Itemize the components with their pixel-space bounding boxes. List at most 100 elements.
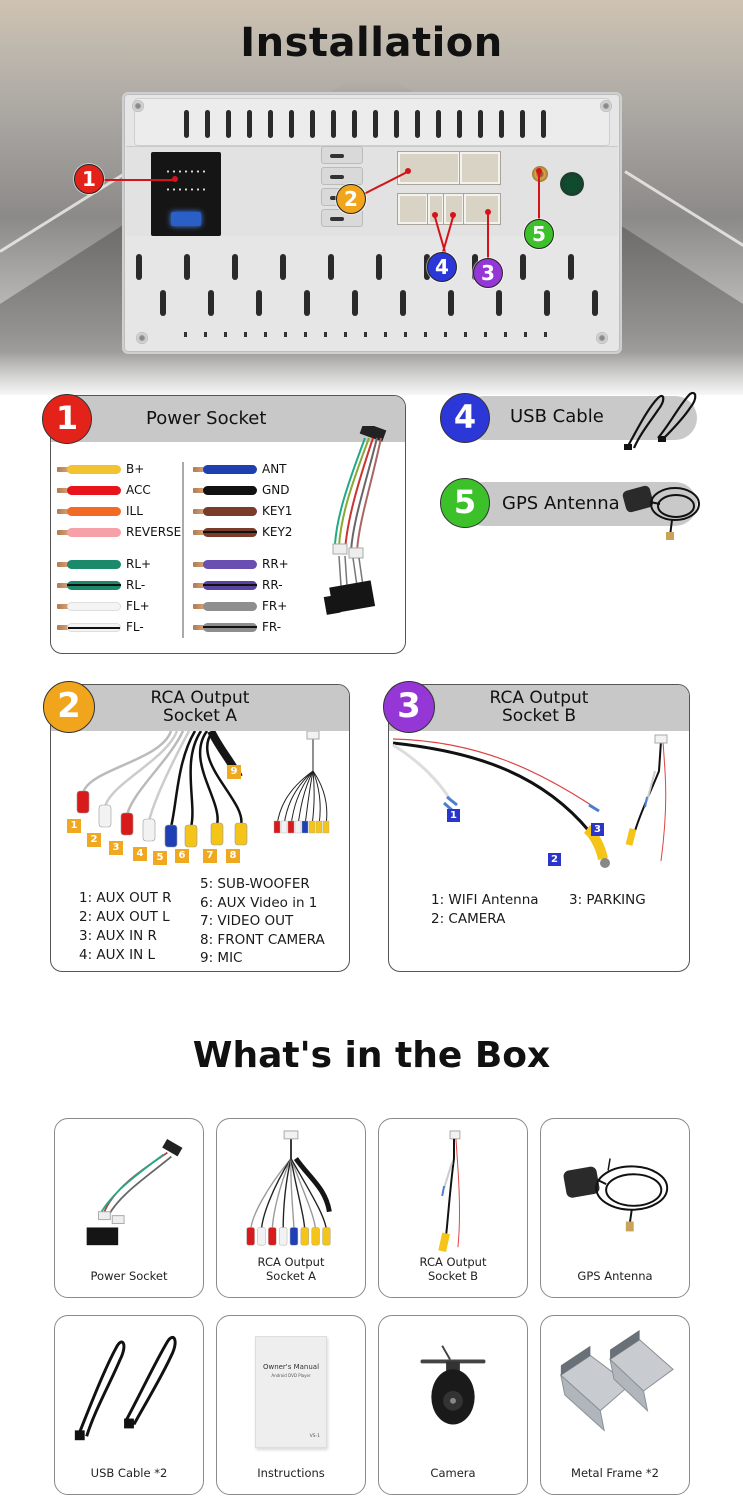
screw-icon (132, 100, 144, 112)
gps-antenna-title: GPS Antenna (502, 493, 620, 514)
vent-dot (484, 332, 487, 337)
mini-rca-plug (315, 820, 323, 834)
rca-a-cable (205, 731, 243, 826)
vent-slot (280, 254, 286, 280)
rca-a-tag-9: 9 (227, 765, 241, 779)
vent-dot (464, 332, 467, 337)
mini-cable (312, 739, 328, 826)
wire-row: FL- (57, 620, 144, 634)
legend-item: 3: PARKING (569, 892, 646, 908)
leader-tip (485, 209, 491, 215)
rca-b-tag-2: 2 (548, 853, 561, 866)
rca-b-connector (464, 194, 500, 224)
box-item-power-socket: Power Socket (54, 1118, 204, 1298)
screw-icon (596, 332, 608, 344)
wire-label: FL+ (126, 599, 150, 613)
box-rca-plug (300, 1227, 309, 1246)
callout-3: 3 (473, 258, 503, 288)
vent-slot (352, 290, 358, 316)
rca-b-badge: 3 (383, 681, 435, 733)
gps-antenna-badge: 5 (440, 478, 490, 528)
wire-row: RR+ (193, 557, 289, 571)
rca-a-tag-2: 2 (87, 833, 101, 847)
wire-tip-icon (57, 487, 69, 493)
wire-label: RR- (262, 578, 283, 592)
aux-connector (460, 152, 500, 184)
vent-dot (224, 332, 227, 337)
rca-a-tag-8: 8 (226, 849, 240, 863)
wire-row: ILL (57, 504, 143, 518)
mic-jack (560, 172, 584, 196)
rca-a-cable (125, 731, 185, 816)
wire-color-swatch (67, 527, 121, 537)
wire-label: FR+ (262, 599, 288, 613)
vent-dot (204, 332, 207, 337)
wire-row: FR+ (193, 599, 287, 613)
rca-a-cable (169, 731, 197, 828)
rca-plug-1 (76, 790, 90, 814)
vent-dot (544, 332, 547, 337)
vent-slot (226, 110, 231, 138)
wire-label: ACC (126, 483, 151, 497)
vent-dot (244, 332, 247, 337)
vent-dot (424, 332, 427, 337)
rca-a-cable (147, 731, 191, 822)
wire-tip-icon (193, 487, 205, 493)
wire-label: FL- (126, 620, 144, 634)
vent-dot (344, 332, 347, 337)
mini-cable (304, 739, 314, 826)
vent-dot (264, 332, 267, 337)
leader-tip (172, 176, 178, 182)
wire-row: REVERSE (57, 525, 181, 539)
rca-plug-2 (98, 804, 112, 828)
rca-a-cable (189, 731, 203, 828)
mini-rca-plug (294, 820, 302, 834)
wire-tip-icon (193, 529, 205, 535)
callout-2: 2 (336, 184, 366, 214)
leader-tip (536, 168, 542, 174)
leader-tip (450, 212, 456, 218)
usb-cable-pill (462, 396, 697, 440)
manual-subtitle: Android DVD Player (271, 1373, 311, 1378)
power-harness-icon (323, 426, 387, 615)
power-harness-icon (86, 1139, 183, 1246)
box-mic-plug (293, 1157, 332, 1213)
vent-slot (520, 110, 525, 138)
power-socket-title: Power Socket (146, 408, 267, 429)
vent-slot (268, 110, 273, 138)
vent-slot (376, 254, 382, 280)
mini-rca-plug (322, 820, 330, 834)
vent-slot (568, 254, 574, 280)
vent-dot (364, 332, 367, 337)
rca-a-badge: 2 (43, 681, 95, 733)
box-rca-cable (290, 1138, 328, 1232)
slot (321, 146, 363, 164)
usb-cable-icon (624, 391, 697, 450)
box-item-label: RCA Output Socket A (257, 1255, 325, 1283)
wire-color-swatch (67, 506, 121, 516)
box-rca-plug (246, 1227, 255, 1246)
wire-tip-icon (193, 508, 205, 514)
vent-slot (328, 254, 334, 280)
box-rca-plug (322, 1227, 331, 1246)
box-title: What's in the Box (192, 1035, 551, 1076)
rca-b-title-line2: Socket B (502, 706, 576, 726)
leader-line-1 (103, 179, 175, 181)
usb-cable-title: USB Cable (510, 406, 604, 427)
vent-slot (520, 254, 526, 280)
installation-title: Installation (240, 20, 503, 66)
rca-a-tag-4: 4 (133, 847, 147, 861)
vent-dot (184, 332, 187, 337)
camera-icon (420, 1345, 486, 1425)
installation-hero: Installation (0, 0, 743, 395)
wire-color-swatch (67, 601, 121, 611)
wire-row: FR- (193, 620, 281, 634)
usb-connector (444, 194, 464, 224)
callout-1: 1 (74, 164, 104, 194)
vent-slot (310, 110, 315, 138)
wire-row: B+ (57, 462, 144, 476)
box-item-rca-a: RCA Output Socket A (216, 1118, 366, 1298)
rca-b-harness-icon (438, 1130, 461, 1252)
wire-tip-icon (193, 561, 205, 567)
box-item-label: RCA Output Socket B (419, 1255, 487, 1283)
